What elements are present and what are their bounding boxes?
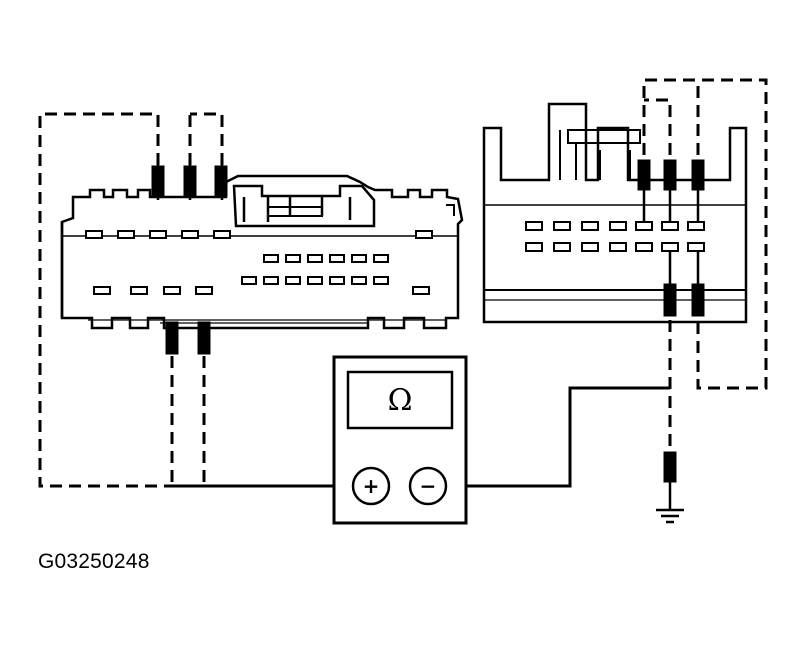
probe — [214, 165, 228, 197]
dashed-wire — [642, 78, 768, 390]
pin — [85, 230, 103, 239]
pin — [285, 276, 301, 285]
pin — [635, 242, 653, 252]
pin — [307, 276, 323, 285]
pin — [581, 242, 599, 252]
pin — [635, 221, 653, 231]
pin — [181, 230, 199, 239]
probe — [663, 451, 677, 483]
negative-lead — [446, 386, 670, 488]
left-connector — [60, 174, 464, 330]
probe — [197, 321, 211, 355]
probe — [637, 159, 651, 191]
pin — [687, 242, 705, 252]
probe — [691, 159, 705, 191]
pin — [130, 286, 148, 295]
pin — [553, 242, 571, 252]
left-connector-body — [60, 174, 464, 330]
pin — [263, 276, 279, 285]
pin — [213, 230, 231, 239]
pin — [329, 254, 345, 263]
left-connector-pins — [85, 230, 433, 295]
negative-terminal — [408, 466, 448, 506]
dashed-jumper-wires — [38, 78, 768, 488]
pin — [373, 254, 389, 263]
pin — [285, 254, 301, 263]
pin — [661, 221, 679, 231]
dashed-wire — [644, 98, 672, 155]
pin — [373, 276, 389, 285]
negative-terminal-label: − — [420, 474, 437, 498]
pin — [195, 286, 213, 295]
pin — [661, 242, 679, 252]
probe — [165, 321, 179, 355]
pin — [609, 242, 627, 252]
probe — [183, 165, 197, 197]
pin — [687, 221, 705, 231]
probe — [663, 159, 677, 191]
positive-terminal-label: + — [363, 474, 380, 498]
probe — [691, 283, 705, 317]
pin — [241, 276, 257, 285]
pin — [525, 242, 543, 252]
ohmmeter-display — [346, 370, 454, 430]
pin — [609, 221, 627, 231]
pin — [581, 221, 599, 231]
pin — [351, 254, 367, 263]
right-connector — [482, 102, 748, 324]
pin — [307, 254, 323, 263]
right-connector-pins — [525, 221, 705, 252]
probe — [663, 283, 677, 317]
pin — [329, 276, 345, 285]
probes — [151, 159, 705, 483]
pin — [415, 230, 433, 239]
left-connector-latch — [232, 184, 376, 228]
probe — [151, 165, 165, 197]
dashed-wire — [190, 112, 224, 165]
pin — [553, 221, 571, 231]
pin — [93, 286, 111, 295]
pin — [351, 276, 367, 285]
positive-terminal — [351, 466, 391, 506]
ohmmeter: Ω + − — [332, 355, 468, 525]
ohm-symbol: Ω — [388, 383, 413, 418]
pin — [163, 286, 181, 295]
pin — [149, 230, 167, 239]
pin — [263, 254, 279, 263]
pin — [117, 230, 135, 239]
right-connector-body — [482, 102, 748, 324]
dashed-wire — [38, 112, 210, 488]
figure-code: G03250248 — [38, 550, 150, 573]
pin — [525, 221, 543, 231]
pin — [412, 286, 430, 295]
ground-icon — [656, 508, 684, 524]
